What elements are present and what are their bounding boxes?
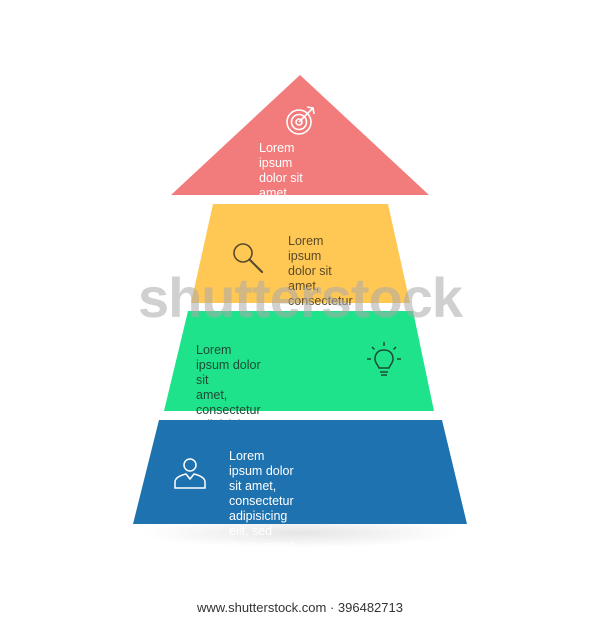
- tier-2-shape: [191, 204, 410, 303]
- tier-4-text: Lorem ipsum dolor sit amet, consectetur …: [229, 449, 294, 583]
- target-icon: [286, 106, 315, 135]
- footer-credit: www.shutterstock.com · 396482713: [0, 595, 600, 620]
- tier-3-shape: [164, 311, 434, 411]
- magnifier-icon: [233, 243, 264, 274]
- user-icon: [174, 458, 206, 489]
- tier-1-text: Lorem ipsum dolor sit amet, consectetur …: [259, 141, 324, 230]
- tier-1-shape: [171, 75, 429, 195]
- lightbulb-icon: [367, 342, 401, 376]
- tier-4-shape: [133, 420, 467, 524]
- tier-2-text: Lorem ipsum dolor sit amet, consectetur …: [288, 234, 353, 323]
- pyramid-diagram: Lorem ipsum dolor sit amet, consectetur …: [133, 75, 467, 583]
